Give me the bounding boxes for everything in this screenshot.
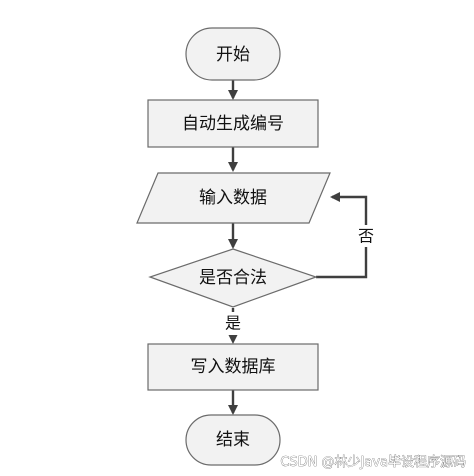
start-label: 开始 [216,45,250,65]
write-db-process-label: 写入数据库 [191,357,276,377]
write-db-process-node [147,343,319,391]
validity-decision-label: 是否合法 [199,268,267,288]
input-data-node [136,172,331,224]
end-label: 结束 [216,430,250,450]
validity-decision-node [148,248,318,308]
yes-label-bg [221,313,245,335]
generate-process-label: 自动生成编号 [182,114,284,134]
start-node [185,27,281,81]
end-node [185,414,281,466]
yes-branch-label: 是 [225,314,241,333]
no-branch-label: 否 [358,227,374,246]
no-label-bg [355,225,377,247]
watermark-text: CSDN @林少Java毕设程序源码 [280,455,466,470]
input-data-label: 输入数据 [199,188,267,208]
generate-process-node [147,99,319,148]
